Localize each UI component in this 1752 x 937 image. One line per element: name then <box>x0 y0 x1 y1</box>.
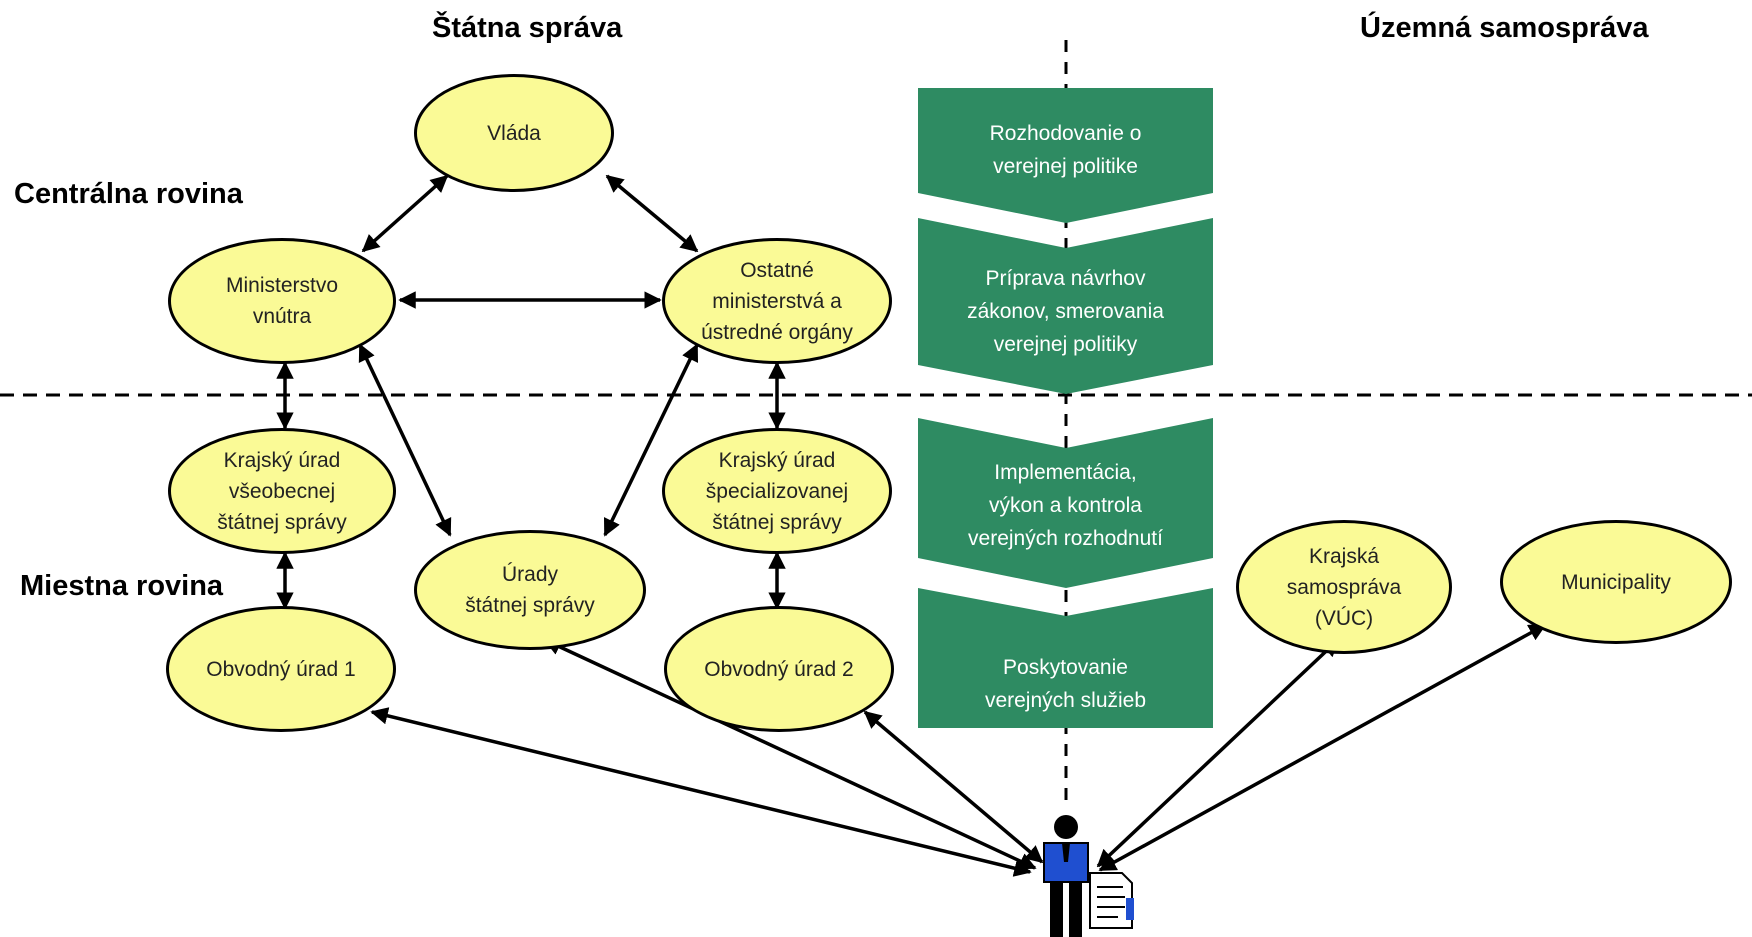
arrow-vlada-ministerstvo <box>361 174 449 253</box>
policy-stage-shape-implementation <box>918 418 1213 588</box>
citizen-with-document-icon <box>1043 815 1134 937</box>
node-vlada: Vláda <box>414 74 614 192</box>
arrow-ministerstvo-urady <box>358 343 452 537</box>
node-obvodny-urad-2: Obvodný úrad 2 <box>664 606 894 732</box>
arrow-vlada-ostatne <box>605 174 699 253</box>
arrow-citizen-obvodny-2 <box>863 710 1044 864</box>
level-label-local: Miestna rovina <box>20 570 224 602</box>
node-obvodny-urad-1: Obvodný úrad 1 <box>166 606 396 732</box>
policy-stage-shape-decision <box>918 88 1213 223</box>
node-municipality: Municipality <box>1500 520 1732 644</box>
arrow-ostatne-urady <box>603 343 699 537</box>
policy-stage-shape-preparation <box>918 218 1213 394</box>
column-heading-state-administration: Štátna správa <box>432 12 623 44</box>
column-heading-self-government: Územná samospráva <box>1360 12 1649 44</box>
level-label-central: Centrálna rovina <box>14 178 243 210</box>
arrow-citizen-municipality <box>1098 623 1547 872</box>
arrow-citizen-obvodny-1 <box>370 707 1032 877</box>
